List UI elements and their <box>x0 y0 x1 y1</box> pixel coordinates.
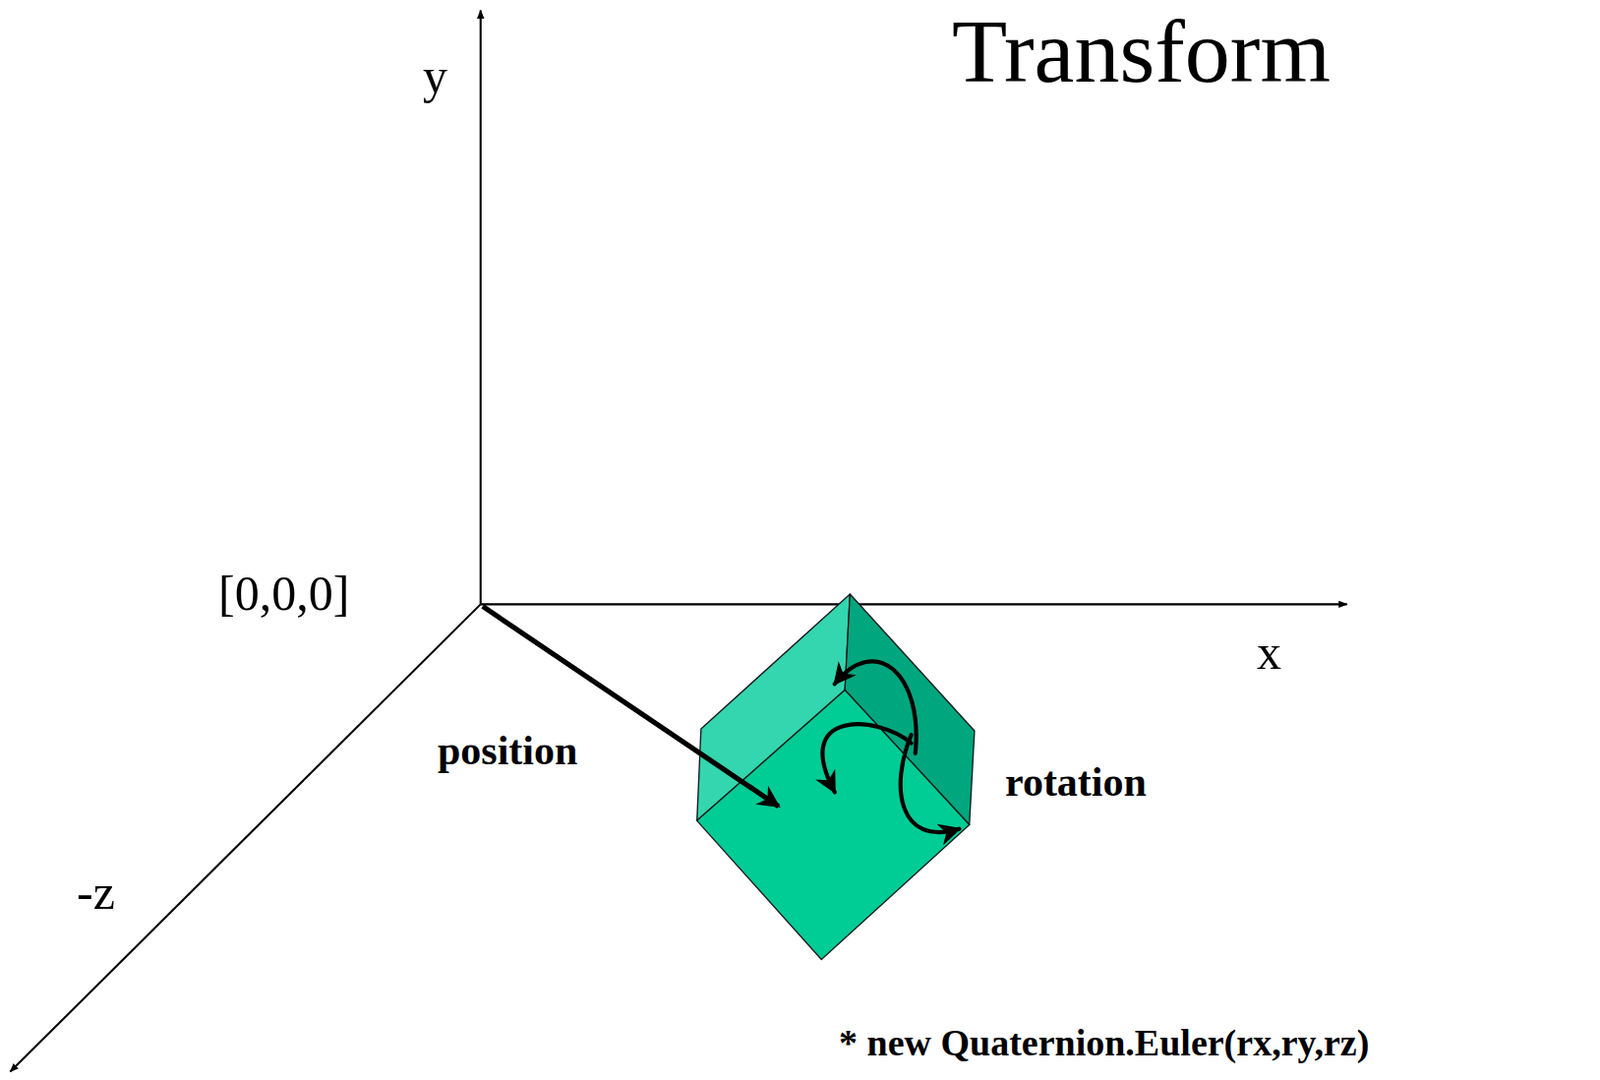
code-note: * new Quaternion.Euler(rx,ry,rz) <box>838 1022 1369 1065</box>
axis-label: -z <box>76 865 116 920</box>
x-axis <box>480 602 1348 605</box>
rotation-arrow <box>822 723 911 792</box>
z-axis <box>9 603 480 1071</box>
y-axis <box>479 9 482 604</box>
rotation-arrow <box>900 734 960 832</box>
origin-label: [0,0,0] <box>218 566 350 621</box>
axes <box>9 9 1347 1071</box>
axis-label: x <box>1256 625 1282 680</box>
cube-front-face <box>697 690 970 960</box>
axis-label: y <box>422 49 448 104</box>
title: Transform <box>951 1 1331 102</box>
position-label: position <box>437 727 578 773</box>
rotation-arrows <box>822 660 959 832</box>
position-arrow <box>482 605 779 806</box>
rotation-label: rotation <box>1005 759 1147 805</box>
